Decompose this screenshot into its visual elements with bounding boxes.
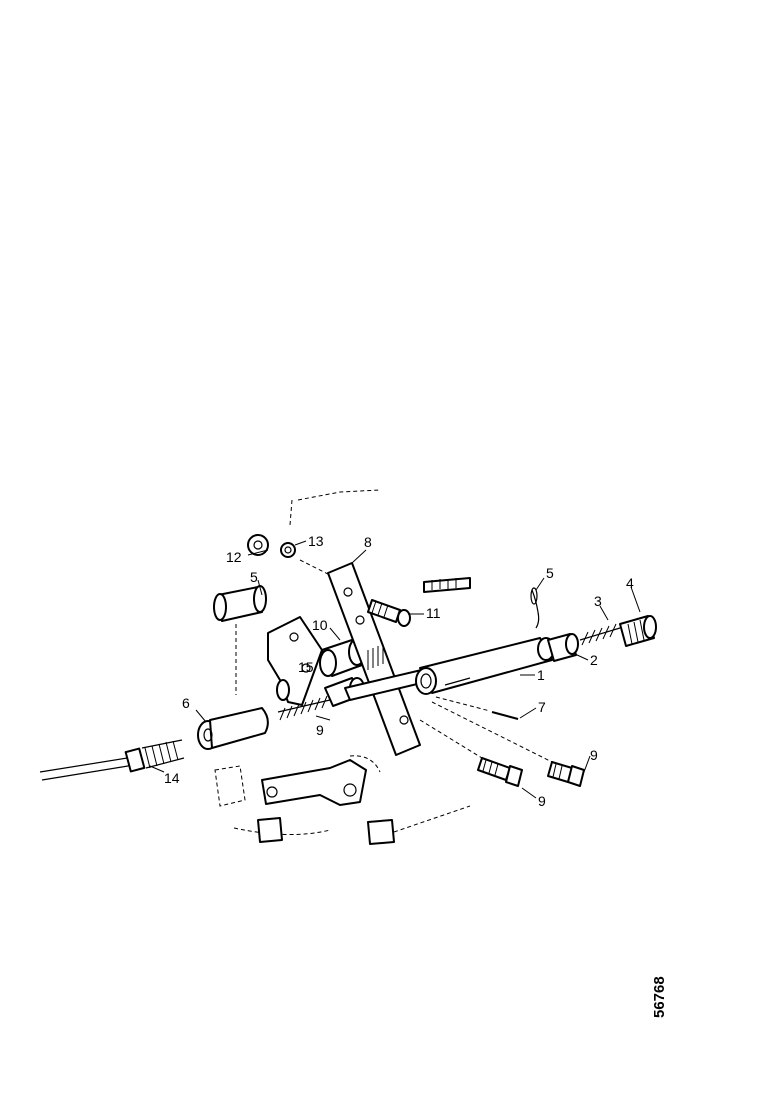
label-9c: 9 <box>590 747 598 763</box>
label-11: 11 <box>426 605 441 621</box>
label-9b: 9 <box>538 793 546 809</box>
label-15: 15 <box>298 659 314 675</box>
part-12-nut <box>247 534 269 556</box>
label-10: 10 <box>312 617 328 633</box>
part-1-tube <box>415 637 555 695</box>
label-8: 8 <box>364 534 372 550</box>
part-9-spring-left <box>277 695 331 721</box>
part-14-threaded-end <box>124 739 185 773</box>
part-2-collar <box>547 633 579 662</box>
label-9a: 9 <box>316 722 324 738</box>
label-4: 4 <box>626 575 634 591</box>
label-5: 5 <box>546 565 554 581</box>
label-7: 7 <box>538 699 546 715</box>
part-3-spring <box>579 623 621 646</box>
label-12: 12 <box>226 549 242 565</box>
label-14: 14 <box>164 770 180 786</box>
part-15-bracket <box>267 616 323 706</box>
label-5b: 5 <box>250 569 258 585</box>
part-9-bolt-right <box>431 701 585 787</box>
label-6: 6 <box>182 695 190 711</box>
part-5-pin <box>530 587 540 629</box>
label-1: 1 <box>537 667 545 683</box>
leader-lines <box>149 540 641 799</box>
part-4-endcap <box>619 615 657 647</box>
label-2: 2 <box>590 652 598 668</box>
part-5-cylinder <box>213 585 267 695</box>
part-6-bushing <box>197 707 269 750</box>
part-11-screw <box>367 577 471 627</box>
drawing-number: 56768 <box>651 976 668 1018</box>
shaft-rod <box>39 755 141 781</box>
part-9-bolt-lower <box>419 719 523 787</box>
part-7-pin <box>435 696 519 720</box>
lower-linkage <box>214 755 471 845</box>
label-13: 13 <box>308 533 324 549</box>
part-13-washer <box>280 542 296 558</box>
upper-dashed-leader <box>289 489 381 526</box>
label-3: 3 <box>594 593 602 609</box>
